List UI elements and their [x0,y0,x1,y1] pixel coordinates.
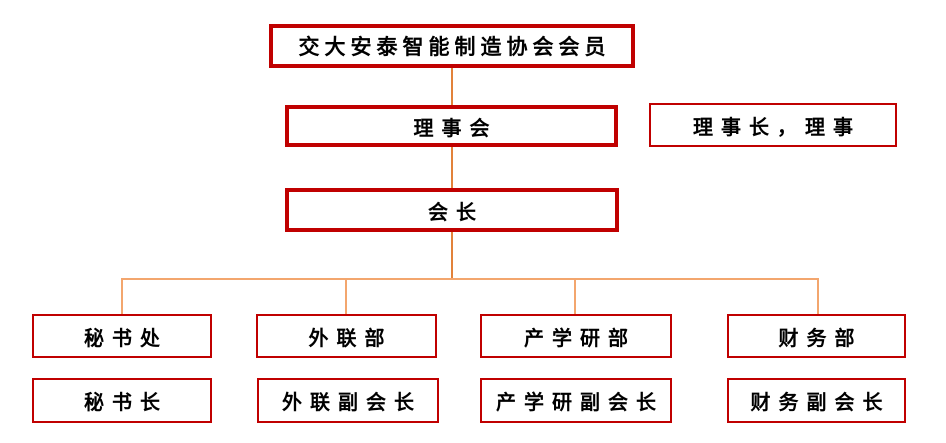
node-head-finance-label: 财务副会长 [750,390,891,414]
node-dept-finance: 财务部 [727,314,906,358]
node-association-members-label: 交大安泰智能制造协会会员 [298,35,611,59]
node-head-external-label: 外联副会长 [282,390,422,414]
node-dept-finance-label: 财务部 [778,325,863,350]
connector-drop-finance [817,278,819,315]
connector-root-to-board [451,68,453,105]
node-dept-industry: 产学研部 [480,314,672,358]
node-dept-external-label: 外联部 [308,325,393,350]
node-board-label: 理事会 [413,115,498,140]
node-dept-industry-label: 产学研部 [524,325,636,350]
connector-drop-external [345,278,347,315]
node-head-secretariat-label: 秘书长 [84,390,168,414]
connector-drop-secretariat [121,278,123,315]
node-association-members: 交大安泰智能制造协会会员 [269,24,635,68]
connector-president-down [451,232,453,279]
node-board-note-label: 理事长，理事 [693,114,861,139]
node-head-finance: 财务副会长 [727,378,906,423]
node-dept-secretariat: 秘书处 [32,314,212,358]
node-head-industry: 产学研副会长 [480,378,672,423]
connector-board-to-president [451,147,453,188]
node-head-industry-label: 产学研副会长 [496,390,664,414]
node-dept-secretariat-label: 秘书处 [84,325,168,350]
connector-drop-industry [574,278,576,315]
connector-branch-horizontal [121,278,819,280]
node-head-external: 外联副会长 [257,378,439,423]
node-board: 理事会 [285,105,618,147]
node-head-secretariat: 秘书长 [32,378,212,423]
node-president-label: 会长 [428,199,484,224]
node-dept-external: 外联部 [256,314,437,358]
node-board-note: 理事长，理事 [649,103,897,147]
node-president: 会长 [285,188,619,232]
